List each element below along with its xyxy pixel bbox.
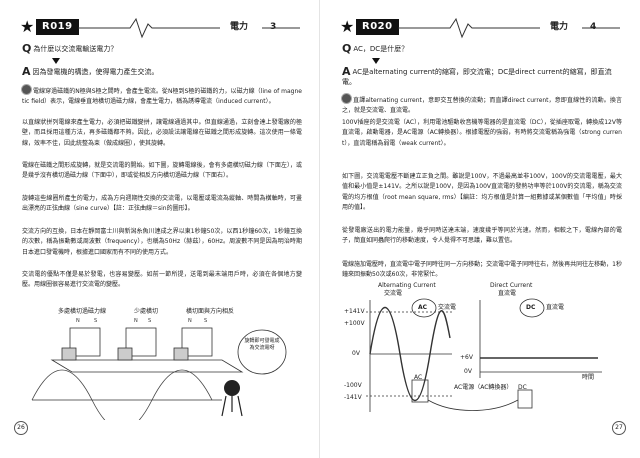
ac-plug-label: AC <box>414 374 423 381</box>
coil-illustration: 多處橫切過磁力線 少處橫切 橫切面與方向相反 N S N S N S <box>22 300 302 420</box>
figure-label: 少處橫切 <box>134 308 159 315</box>
ac-title: Alternating Current <box>378 282 436 289</box>
arrow-down-icon <box>52 58 60 64</box>
star-icon: ★ <box>20 17 35 36</box>
paragraph-3: 如下圖，交流電電壓不斷建立正負之間。雖說是100V，不過最高並非100V，100… <box>342 173 622 212</box>
y-tick-label: -100V <box>344 382 362 389</box>
y-tick-label: +141V <box>344 308 365 315</box>
page-header: ★ R019 電力 3 <box>0 16 319 40</box>
ac-name: 交流電 <box>438 304 457 311</box>
ac-subtitle: 交流電 <box>384 290 403 297</box>
ac-dc-diagram: Alternating Current 交流電 Direct Current 直… <box>342 282 622 422</box>
gear-icon <box>22 85 31 94</box>
dc-title: Direct Current <box>490 282 533 289</box>
gear-icon <box>342 94 351 103</box>
y-tick-label: -141V <box>344 394 362 401</box>
dc-voltage-label: +6V <box>460 354 473 361</box>
pulse-line <box>398 17 620 39</box>
section-code: R019 <box>36 19 79 35</box>
paragraph-1: 直譯alternating current，意即交互替換的流動；而直譯direc… <box>342 94 622 116</box>
svg-text:N: N <box>188 318 192 324</box>
dc-bubble: DC <box>526 304 536 311</box>
paragraph-3: 電線在磁鐵之間形成旋轉，就是交流電的開始。如下圖，旋轉電線後，會有多處橫切磁力線… <box>22 162 302 180</box>
figure-label: 橫切面與方向相反 <box>186 308 235 315</box>
paragraph-2: 100V插座的是交流電（AC），利用電池驅動收音機等電器的是直流電（DC），從插… <box>342 119 622 147</box>
arrow-down-icon <box>372 58 380 64</box>
paragraph-6: 交流電的優點不僅是易於發電，也容易變壓。如前一節所提，送電到最末端用戶時，必須在… <box>22 271 302 289</box>
svg-text:S: S <box>204 318 207 324</box>
paragraph-4: 從發電廠送出的電力能量，幾乎同時送達末端，速度幾乎等同於光速。然而，相較之下，電… <box>342 227 622 245</box>
dc-subtitle: 直流電 <box>498 290 517 297</box>
y-tick-label: +100V <box>344 320 365 327</box>
dc-zero-label: 0V <box>464 368 472 375</box>
svg-text:N: N <box>134 318 138 324</box>
paragraph-4: 旋轉這些線圈所產生的電力，成為方向週期性交換的交流電，以電壓或電流為縱軸、時間為… <box>22 195 302 213</box>
category-number: 4 <box>590 22 597 32</box>
adapter-label: AC電源（AC轉換器） <box>454 384 513 391</box>
svg-text:S: S <box>148 318 151 324</box>
ac-bubble: AC <box>418 304 428 311</box>
category-label: 電力 <box>550 22 569 32</box>
time-axis-label: 時間 <box>582 374 595 381</box>
dc-name: 直流電 <box>546 304 565 311</box>
paragraph-1: 電線穿過磁鐵的N極與S極之間時，會產生電流。從N極到S極的磁鐵的力，以磁力線（l… <box>22 85 302 117</box>
page-number: 27 <box>612 421 626 435</box>
svg-text:S: S <box>94 318 97 324</box>
category-number: 3 <box>270 22 277 32</box>
dc-plug-label: DC <box>518 384 527 391</box>
page-header: ★ R020 電力 4 <box>320 16 640 40</box>
paragraph-2: 以直線狀拼列電線來產生電力，必須把磁鐵變拼，讓電線通過其中。但直線通過，立刻會達… <box>22 119 302 147</box>
star-icon: ★ <box>340 17 355 36</box>
speech-bubble: 旋轉即可發電成為交流電呀 <box>244 338 280 351</box>
category-label: 電力 <box>230 22 249 32</box>
paragraph-5: 電線施加電壓時，直流電中電子同時往同一方向移動；交流電中電子同時往右，然後再共同… <box>342 261 622 279</box>
page-number: 26 <box>14 421 28 435</box>
svg-text:N: N <box>76 318 80 324</box>
paragraph-5: 交流方向的互換，日本在靜岡富士川與新潟糸魚川連成之界以東1秒鐘50次，以西1秒鐘… <box>22 228 302 256</box>
waveform-drawing <box>366 298 602 412</box>
section-code: R020 <box>356 19 399 35</box>
y-tick-label: 0V <box>352 350 360 357</box>
figure-label: 多處橫切過磁力線 <box>58 308 107 315</box>
pulse-line <box>78 17 300 39</box>
